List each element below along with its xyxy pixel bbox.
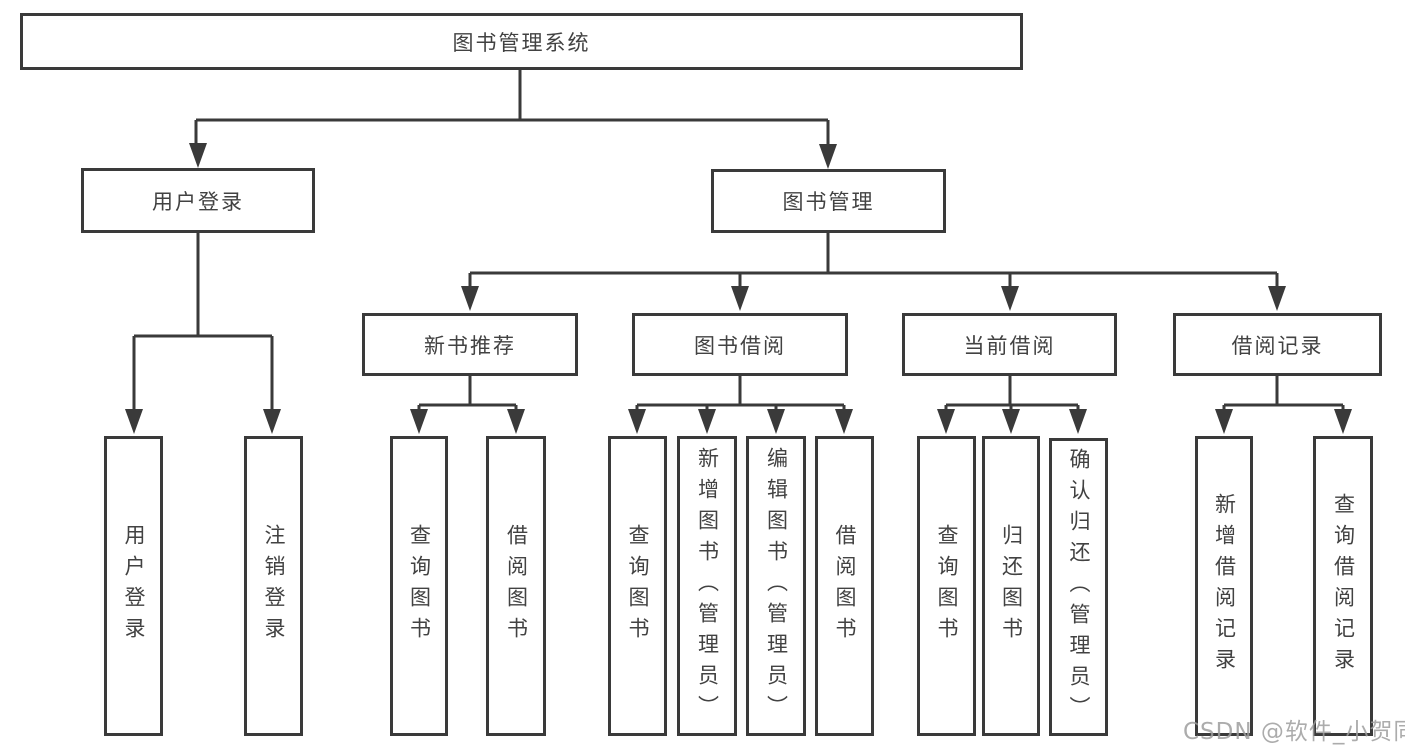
node-root-label: 图书管理系统 <box>452 30 591 55</box>
leaf-borrow-search-books-label: 查询图书 <box>626 524 650 648</box>
node-borrowing-records: 借阅记录 <box>1173 313 1382 376</box>
leaf-user-login: 用户登录 <box>104 436 163 736</box>
node-book-management: 图书管理 <box>711 169 946 233</box>
leaf-recommend-search-books: 查询图书 <box>390 436 448 736</box>
leaf-recommend-borrow-books-label: 借阅图书 <box>504 524 529 648</box>
node-current-borrowing-label: 当前借阅 <box>963 333 1056 358</box>
leaf-borrow-edit-books-admin: 编辑图书（管理员） <box>746 436 806 736</box>
leaf-current-search-books-label: 查询图书 <box>935 524 959 648</box>
leaf-borrow-search-books: 查询图书 <box>608 436 667 736</box>
leaf-current-return-books: 归还图书 <box>982 436 1040 736</box>
node-new-book-recommendation-label: 新书推荐 <box>424 333 516 358</box>
watermark: CSDN @软件_小贺同学 <box>1183 719 1405 745</box>
leaf-borrow-add-books-admin-label: 新增图书（管理员） <box>695 446 720 726</box>
leaf-current-return-books-label: 归还图书 <box>999 524 1024 648</box>
leaf-records-add-record-label: 新增借阅记录 <box>1212 493 1237 679</box>
leaf-records-add-record: 新增借阅记录 <box>1195 436 1253 736</box>
leaf-logout-login: 注销登录 <box>244 436 303 736</box>
leaf-records-search-record-label: 查询借阅记录 <box>1331 493 1356 679</box>
node-borrowing-records-label: 借阅记录 <box>1231 333 1324 358</box>
leaf-current-confirm-return-admin: 确认归还（管理员） <box>1049 438 1108 736</box>
leaf-current-search-books: 查询图书 <box>917 436 976 736</box>
leaf-logout-login-label: 注销登录 <box>262 524 286 648</box>
node-user-login-label: 用户登录 <box>152 189 244 214</box>
leaf-recommend-borrow-books: 借阅图书 <box>486 436 546 736</box>
leaf-current-confirm-return-admin-label: 确认归还（管理员） <box>1067 447 1091 727</box>
node-book-borrowing: 图书借阅 <box>632 313 848 376</box>
leaf-borrow-add-books-admin: 新增图书（管理员） <box>677 436 737 736</box>
leaf-user-login-label: 用户登录 <box>122 524 146 648</box>
node-new-book-recommendation: 新书推荐 <box>362 313 578 376</box>
leaf-borrow-edit-books-admin-label: 编辑图书（管理员） <box>764 446 789 726</box>
node-user-login: 用户登录 <box>81 168 315 233</box>
node-root: 图书管理系统 <box>20 13 1023 70</box>
leaf-borrow-borrow-books: 借阅图书 <box>815 436 874 736</box>
leaf-records-search-record: 查询借阅记录 <box>1313 436 1373 736</box>
leaf-recommend-search-books-label: 查询图书 <box>407 524 432 648</box>
node-book-management-label: 图书管理 <box>782 190 875 214</box>
arrowheads <box>125 143 1352 434</box>
leaf-borrow-borrow-books-label: 借阅图书 <box>833 524 857 648</box>
node-current-borrowing: 当前借阅 <box>902 313 1117 376</box>
node-book-borrowing-label: 图书借阅 <box>694 333 786 358</box>
